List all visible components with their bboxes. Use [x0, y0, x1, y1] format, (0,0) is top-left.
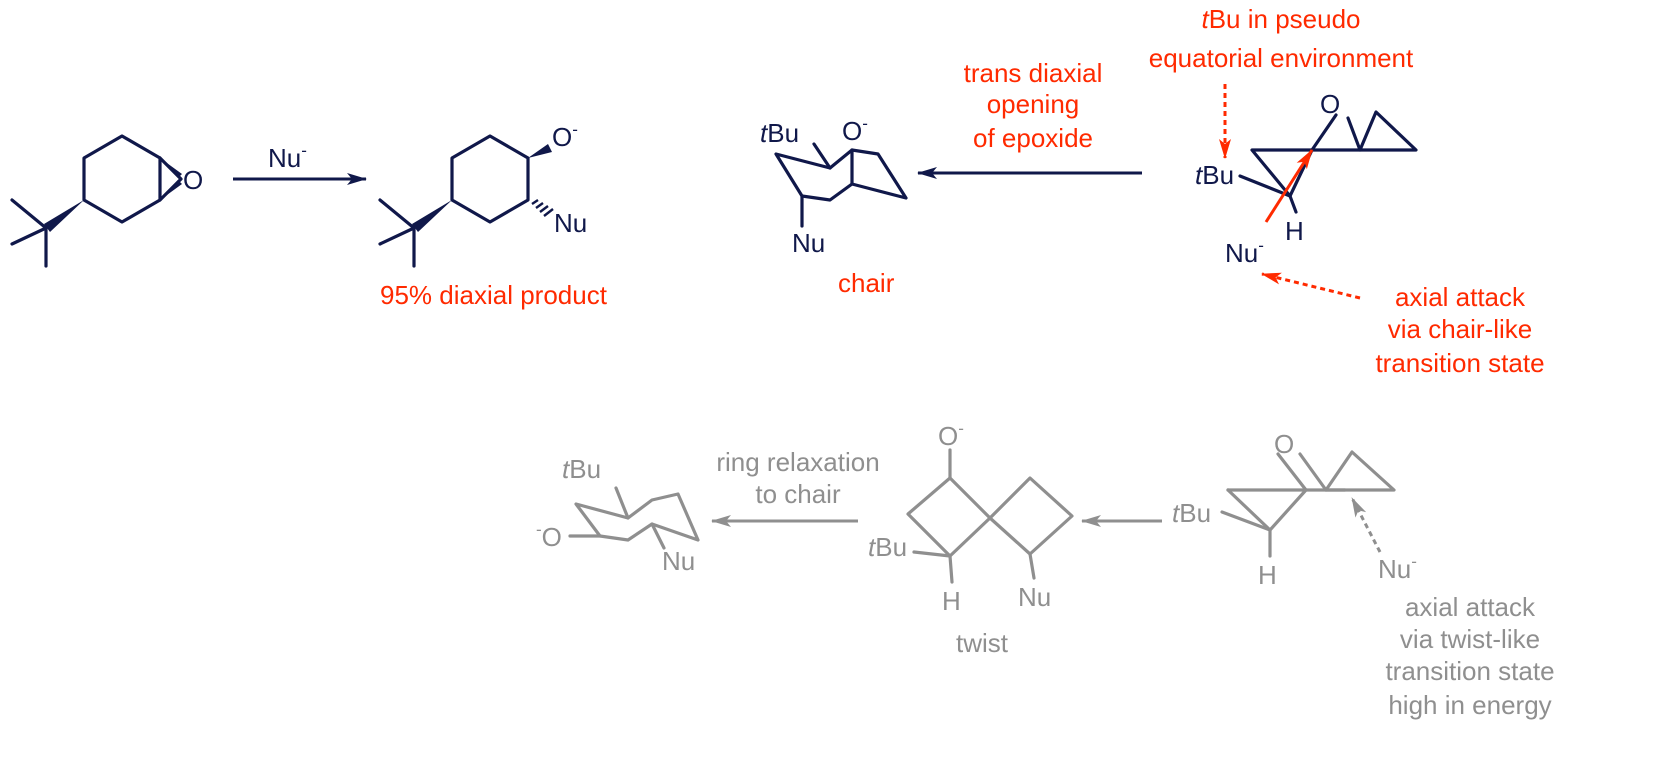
reagent-arrow: Nu-: [233, 141, 367, 185]
chair-product: tBu O- Nu: [760, 114, 908, 258]
bottom-chair-oxygen-charge: -: [536, 520, 542, 539]
tbu-note-line-2: equatorial environment: [1149, 43, 1414, 73]
svg-text:tBu in pseudo: tBu in pseudo: [1201, 4, 1360, 34]
svg-text:-O: -O: [536, 520, 562, 552]
opening-line-1: trans diaxial: [964, 58, 1103, 88]
svg-text:tBu: tBu: [760, 118, 799, 148]
twist-attack-line-4: high in energy: [1388, 690, 1551, 720]
twist-tbu-t: t: [868, 532, 877, 562]
twist-attack-line-2: via twist-like: [1400, 624, 1540, 654]
product-diaxial: O- Nu: [378, 120, 587, 268]
bottom-chair: tBu -O Nu: [536, 454, 700, 576]
svg-text:O-: O-: [938, 419, 964, 451]
tbu-equatorial-note: tBu in pseudo equatorial environment: [1149, 4, 1414, 159]
svg-text:tBu: tBu: [1172, 498, 1211, 528]
twist-hydrogen: H: [942, 586, 961, 616]
bottom-chair-nu: Nu: [662, 546, 695, 576]
reactant-epoxide: O: [10, 134, 203, 268]
product-nu: Nu: [554, 208, 587, 238]
chair-tbu-bu: Bu: [767, 118, 799, 148]
twist-nu: Nu: [1018, 582, 1051, 612]
product-oxygen: O: [552, 122, 572, 152]
reactant-oxygen: O: [183, 165, 203, 195]
twist-ts-tbu-t: t: [1172, 498, 1181, 528]
chair-oxygen-charge: -: [862, 114, 868, 133]
svg-text:O-: O-: [842, 114, 868, 146]
tbu-note-line-1: Bu in pseudo: [1209, 4, 1361, 34]
twist-attack-line-3: transition state: [1385, 656, 1554, 686]
relaxation-arrow: ring relaxation to chair: [711, 447, 880, 527]
chair-oxygen: O: [842, 116, 862, 146]
reagent-nu: Nu: [268, 143, 301, 173]
chair-tbu-t: t: [760, 118, 769, 148]
twist-ts-nu: Nu: [1378, 554, 1411, 584]
ts-hydrogen: H: [1285, 216, 1304, 246]
svg-text:tBu: tBu: [1195, 160, 1234, 190]
twist-ts-tbu-bu: Bu: [1179, 498, 1211, 528]
twist-oxygen-charge: -: [958, 419, 964, 438]
ts-nu-charge: -: [1258, 236, 1264, 255]
chair-label: chair: [838, 268, 895, 298]
twist-ts: O tBu H Nu-: [1172, 429, 1417, 590]
tbu-note-t: t: [1201, 4, 1210, 34]
product-oxygen-charge: -: [572, 120, 578, 139]
opening-line-2: opening: [987, 89, 1080, 119]
svg-text:Nu-: Nu-: [1378, 552, 1417, 584]
chair-attack-note: axial attack via chair-like transition s…: [1261, 272, 1545, 378]
ts-tbu-t: t: [1195, 160, 1204, 190]
relax-line-2: to chair: [755, 479, 841, 509]
reagent-charge: -: [301, 141, 307, 160]
svg-text:tBu: tBu: [562, 454, 601, 484]
svg-text:Nu-: Nu-: [1225, 236, 1264, 268]
chair-nu: Nu: [792, 228, 825, 258]
ts-nu: Nu: [1225, 238, 1258, 268]
bottom-chair-tbu-t: t: [562, 454, 571, 484]
relax-line-1: ring relaxation: [716, 447, 879, 477]
svg-text:tBu: tBu: [868, 532, 907, 562]
chair-ts: O tBu H Nu-: [1195, 89, 1418, 268]
chair-attack-line-1: axial attack: [1395, 282, 1526, 312]
opening-line-3: of epoxide: [973, 123, 1093, 153]
twist-attack-note: axial attack via twist-like transition s…: [1385, 592, 1554, 720]
opening-arrow: trans diaxial opening of epoxide: [917, 58, 1142, 179]
twist-ts-hydrogen: H: [1258, 560, 1277, 590]
ts-tbu-bu: Bu: [1202, 160, 1234, 190]
svg-text:O-: O-: [552, 120, 578, 152]
twist-ts-nu-charge: -: [1411, 552, 1417, 571]
svg-text:Nu-: Nu-: [268, 141, 307, 173]
twist-ts-oxygen: O: [1274, 429, 1294, 459]
twist-tbu-bu: Bu: [875, 532, 907, 562]
twist-label: twist: [956, 628, 1009, 658]
diaxial-yield-label: 95% diaxial product: [380, 280, 608, 310]
twist-boat: O- tBu H Nu: [868, 419, 1074, 616]
bottom-chair-tbu-bu: Bu: [569, 454, 601, 484]
bottom-chair-oxygen: O: [542, 522, 562, 552]
chair-attack-line-3: transition state: [1375, 348, 1544, 378]
ts-oxygen: O: [1320, 89, 1340, 119]
twist-attack-line-1: axial attack: [1405, 592, 1536, 622]
twist-oxygen: O: [938, 421, 958, 451]
chair-attack-line-2: via chair-like: [1388, 314, 1533, 344]
